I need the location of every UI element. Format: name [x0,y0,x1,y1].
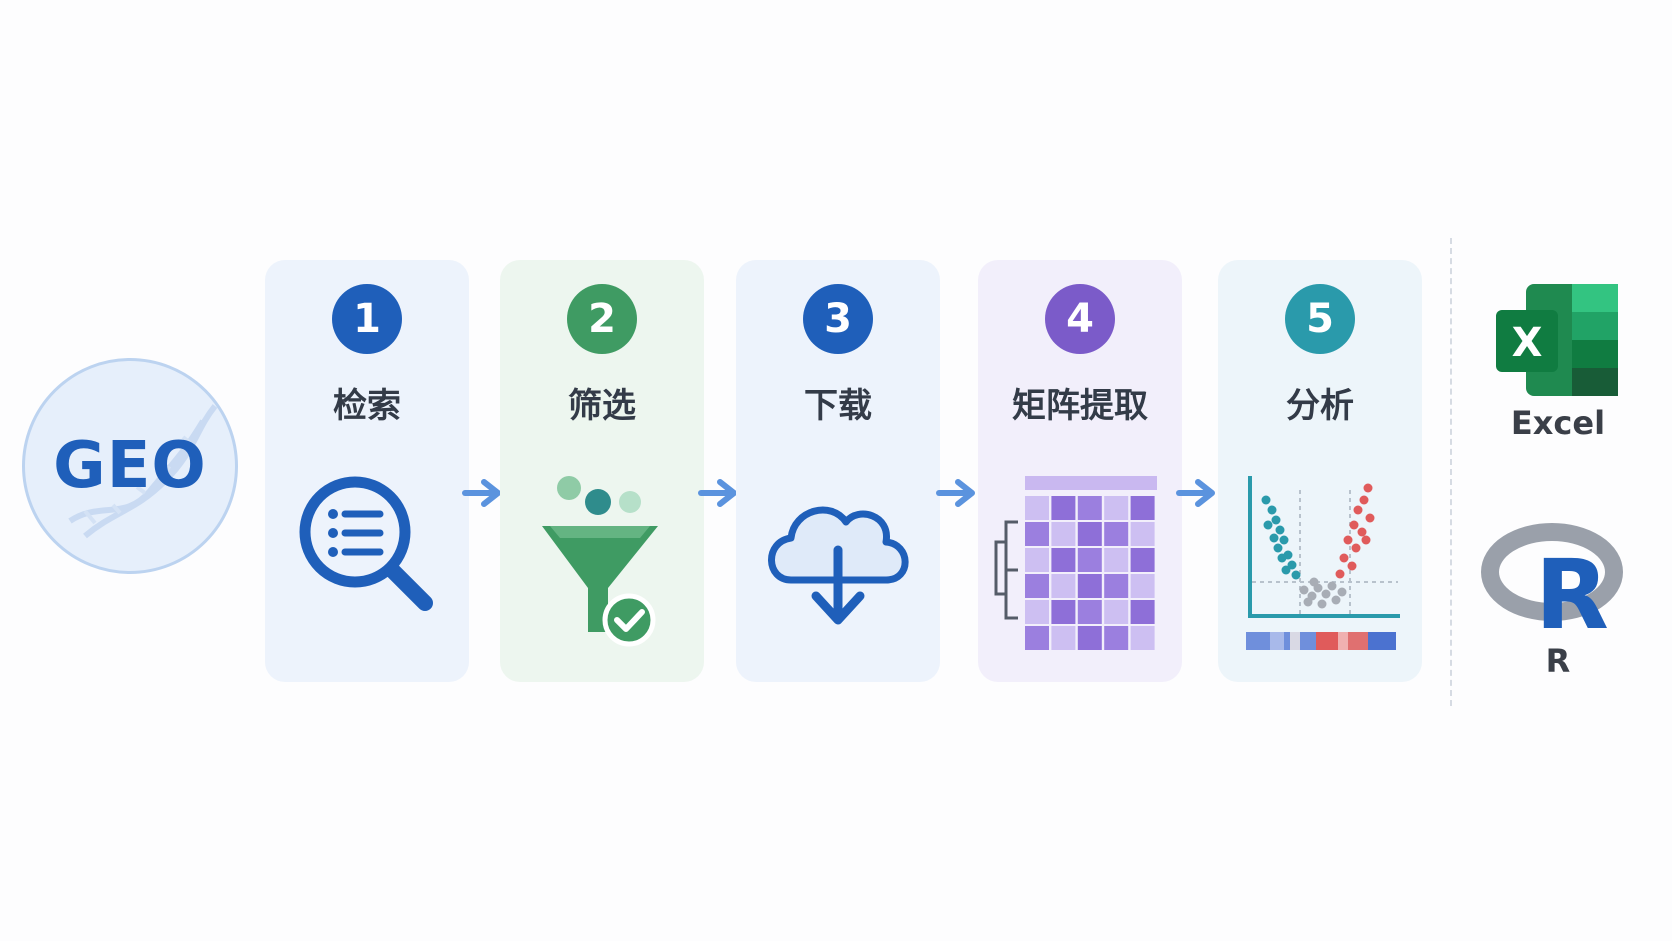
excel-icon: X [1496,284,1618,396]
step-card-download: 3 下载 [736,260,940,682]
volcano-point [1337,587,1347,597]
funnel-check-icon [542,476,658,647]
step-card-search: 1 检索 [265,260,469,682]
heatmap-cell [1025,574,1049,598]
heatmap-cell [1130,496,1155,520]
volcano-point [1275,525,1285,535]
heatmap-cell [1077,522,1102,546]
heatmap-cell [1130,548,1155,572]
volcano-point [1269,533,1279,543]
heatmap-cell [1051,522,1076,546]
step-label: 检索 [333,386,401,426]
volcano-point [1365,513,1375,523]
heatmap-cell [1051,600,1076,624]
volcano-point [1291,570,1301,580]
heatmap-cell [1025,626,1049,650]
heatmap-cell [1077,496,1102,520]
heatmap-cell [1077,574,1102,598]
dna-helix-icon [68,404,218,539]
step-number-badge: 3 [803,284,873,354]
heatmap-cell [1130,626,1155,650]
heatmap-cell [1077,600,1102,624]
r-logo-icon: R [1481,523,1623,651]
volcano-point [1321,589,1331,599]
volcano-point [1261,495,1271,505]
volcano-point [1267,505,1277,515]
arrow-right-icon [1176,479,1215,507]
svg-text:X: X [1512,320,1543,366]
volcano-point [1359,495,1369,505]
heatmap-matrix-icon [994,476,1157,650]
volcano-point [1357,527,1367,537]
heatmap-cell [1051,496,1076,520]
step-label: 筛选 [568,386,636,426]
cloud-download-icon [768,506,909,625]
heatmap-cell [1025,548,1049,572]
heatmap-cell [1130,574,1155,598]
heatmap-cell [1025,522,1049,546]
heatmap-cell [1130,600,1155,624]
volcano-point [1361,535,1371,545]
tool-label: R [1545,642,1571,680]
heatmap-cell [1077,626,1102,650]
arrow-right-icon [698,479,737,507]
tool-excel: X Excel [1480,280,1636,442]
arrow-right-icon [936,479,975,507]
geo-source-circle: GEO [22,358,238,574]
heatmap-cell [1104,600,1129,624]
geo-label: GEO [53,429,207,503]
step-card-matrix: 4 矩阵提取 [978,260,1182,682]
heatmap-cell [1130,522,1155,546]
heatmap-cell [1025,600,1049,624]
volcano-point [1317,599,1327,609]
volcano-point [1287,560,1297,570]
volcano-point [1299,585,1309,595]
volcano-point [1347,561,1357,571]
volcano-point [1349,520,1359,530]
heatmap-cell [1104,522,1129,546]
volcano-point [1353,505,1363,515]
step-label: 矩阵提取 [1012,386,1148,426]
heatmap-cell [1051,626,1076,650]
svg-text:R: R [1535,539,1609,640]
volcano-point [1303,597,1313,607]
tool-label: Excel [1510,404,1606,442]
tool-r: R R [1480,520,1636,680]
heatmap-cell [1104,574,1129,598]
volcano-point [1339,553,1349,563]
volcano-point [1281,565,1291,575]
volcano-point [1343,535,1353,545]
search-list-icon [299,476,433,611]
volcano-point [1309,577,1319,587]
heatmap-cell [1077,548,1102,572]
volcano-point [1273,543,1283,553]
volcano-point [1331,595,1341,605]
volcano-point [1327,581,1337,591]
volcano-point [1263,520,1273,530]
volcano-point [1335,569,1345,579]
heatmap-cell [1051,548,1076,572]
step-label: 分析 [1286,386,1354,426]
heatmap-cell [1051,574,1076,598]
step-number-badge: 5 [1285,284,1355,354]
heatmap-cell [1104,548,1129,572]
step-card-filter: 2 筛选 [500,260,704,682]
volcano-point [1363,483,1373,493]
volcano-point [1279,535,1289,545]
volcano-point [1351,543,1361,553]
heatmap-cell [1104,626,1129,650]
divider [1450,238,1452,706]
volcano-point [1277,553,1287,563]
heatmap-cell [1104,496,1129,520]
volcano-plot-icon [1246,476,1400,650]
step-label: 下载 [804,386,872,426]
heatmap-cell [1025,496,1049,520]
arrow-right-icon [462,479,501,507]
step-card-analysis: 5 分析 [1218,260,1422,682]
step-number-badge: 2 [567,284,637,354]
step-number-badge: 1 [332,284,402,354]
step-number-badge: 4 [1045,284,1115,354]
volcano-point [1271,515,1281,525]
